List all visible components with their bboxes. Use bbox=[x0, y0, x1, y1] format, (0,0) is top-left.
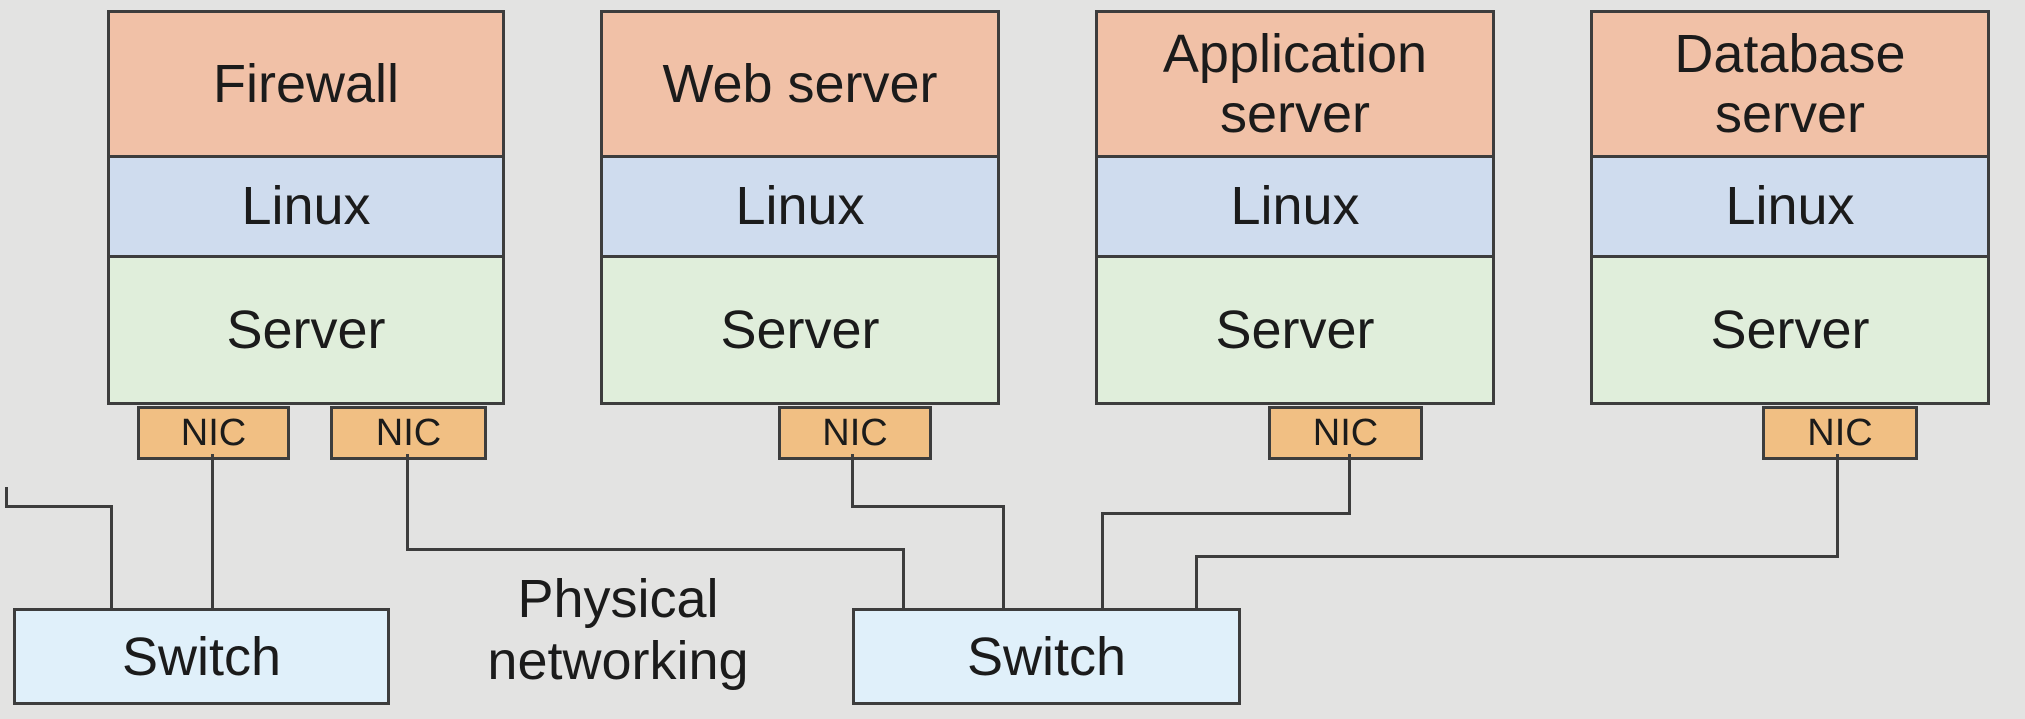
stack-database-server-app-label: Database server bbox=[1593, 13, 1987, 155]
stack-database-server: Database server Linux Server bbox=[1590, 10, 1990, 405]
stack-firewall-hw-label: Server bbox=[110, 255, 502, 402]
stack-firewall: Firewall Linux Server bbox=[107, 10, 505, 405]
stack-application-server-os-label: Linux bbox=[1098, 155, 1492, 255]
wire-db-nic-v2 bbox=[1195, 555, 1198, 608]
stack-web-server: Web server Linux Server bbox=[600, 10, 1000, 405]
nic-firewall-1: NIC bbox=[137, 406, 290, 460]
stack-web-server-hw-label: Server bbox=[603, 255, 997, 402]
wire-web-nic-h bbox=[851, 505, 1005, 508]
wire-uplink-stub bbox=[5, 487, 8, 508]
stack-database-server-hw-label: Server bbox=[1593, 255, 1987, 402]
wire-firewall-nic1 bbox=[211, 454, 214, 608]
wire-firewall-nic2-v1 bbox=[406, 454, 409, 550]
wire-app-nic-v1 bbox=[1348, 454, 1351, 514]
wire-firewall-nic2-v2 bbox=[902, 548, 905, 608]
wire-db-nic-h bbox=[1195, 555, 1839, 558]
stack-application-server-hw-label: Server bbox=[1098, 255, 1492, 402]
stack-web-server-app-label: Web server bbox=[603, 13, 997, 155]
switch-left: Switch bbox=[13, 608, 390, 705]
wire-uplink-vertical bbox=[110, 505, 113, 608]
stack-application-server-app-label: Application server bbox=[1098, 13, 1492, 155]
stack-database-server-os-label: Linux bbox=[1593, 155, 1987, 255]
caption-line-1: Physical bbox=[517, 569, 719, 629]
wire-web-nic-v2 bbox=[1002, 505, 1005, 608]
wire-uplink-horizontal bbox=[5, 505, 113, 508]
stack-firewall-app-label: Firewall bbox=[110, 13, 502, 155]
switch-middle: Switch bbox=[852, 608, 1241, 705]
nic-application-server: NIC bbox=[1268, 406, 1423, 460]
wire-firewall-nic2-h bbox=[406, 548, 905, 551]
wire-web-nic-v1 bbox=[851, 454, 854, 507]
stack-application-server: Application server Linux Server bbox=[1095, 10, 1495, 405]
nic-firewall-2: NIC bbox=[330, 406, 487, 460]
nic-web-server: NIC bbox=[778, 406, 932, 460]
physical-networking-caption: Physical networking bbox=[448, 568, 788, 692]
nic-database-server: NIC bbox=[1762, 406, 1918, 460]
wire-app-nic-h bbox=[1101, 512, 1351, 515]
caption-line-2: networking bbox=[487, 631, 749, 691]
stack-firewall-os-label: Linux bbox=[110, 155, 502, 255]
wire-db-nic-v1 bbox=[1836, 454, 1839, 558]
wire-app-nic-v2 bbox=[1101, 512, 1104, 608]
stack-web-server-os-label: Linux bbox=[603, 155, 997, 255]
